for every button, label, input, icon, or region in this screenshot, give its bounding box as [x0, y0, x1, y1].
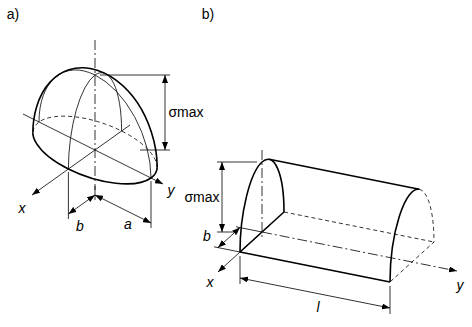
- dimension-label: l: [315, 300, 320, 315]
- axis-label: x: [18, 201, 27, 216]
- axis-label: x: [206, 275, 215, 290]
- axis-lines: [23, 40, 163, 195]
- panel-label: a): [6, 7, 20, 22]
- dimension-lines: [214, 162, 390, 314]
- dimension-label: a: [123, 217, 133, 232]
- dimension-label: b: [75, 219, 85, 234]
- half-cylinder: [240, 142, 434, 282]
- dimension-label: σmax: [183, 190, 220, 205]
- axis-lines: [218, 150, 457, 272]
- dimension-lines: [68, 75, 170, 228]
- dimension-label: σmax: [167, 105, 204, 120]
- axis-label: y: [167, 183, 176, 198]
- dimension-label: b: [202, 229, 212, 244]
- panel-label: b): [201, 7, 215, 22]
- axis-label: y: [456, 278, 465, 293]
